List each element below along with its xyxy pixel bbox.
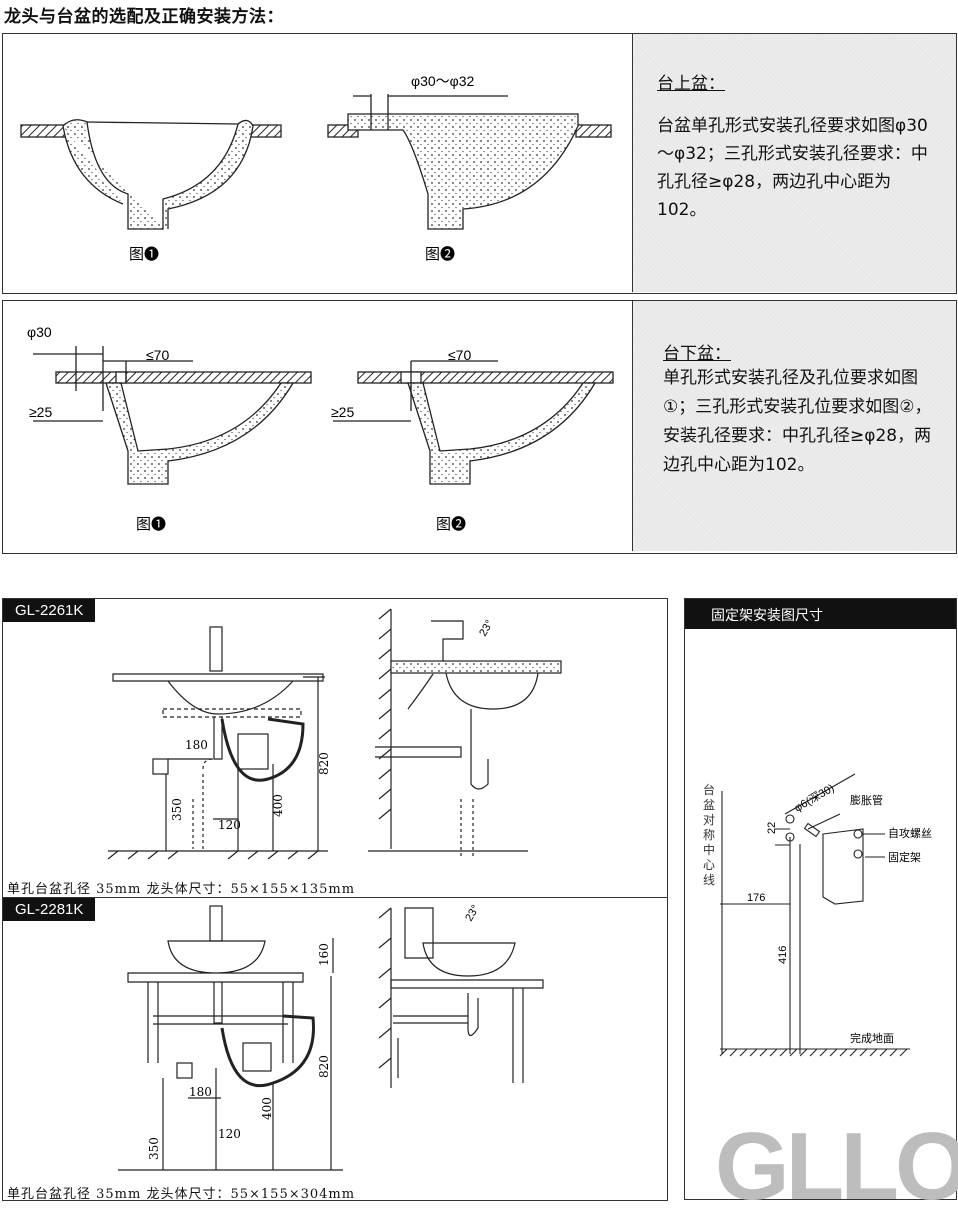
- fig1-label: 图❶: [136, 515, 166, 533]
- under-counter-section: φ30 ≤70 ≥25 图❶ ≤70 ≥25 图❷ 台下盆： 单孔形式安装孔径及…: [2, 300, 957, 554]
- installation-drawing: 180 120 350 400 820 160 23°: [118, 903, 544, 1171]
- model-gl-2261k: GL-2261K 180 120 350 400 820 23° 单孔台: [2, 598, 668, 898]
- dim-820: 820: [317, 752, 331, 775]
- model-caption: 单孔台盆孔径 35mm 龙头体尺寸：55×155×135mm: [7, 882, 356, 897]
- fig2-label: 图❷: [425, 245, 455, 263]
- note-text: 单孔形式安装孔径及孔位要求如图①；三孔形式安装孔位要求如图②，安装孔径要求：中孔…: [663, 368, 932, 475]
- note-heading: 台上盆：: [657, 74, 725, 94]
- basin-figure-2: [327, 94, 612, 230]
- counter-top-drawings: 图❶ φ30～φ32 图❷: [20, 73, 612, 263]
- basin-figure-1: [33, 346, 312, 485]
- dim-120: 120: [218, 1127, 241, 1141]
- dim-ge25: ≥25: [29, 404, 52, 420]
- fig2-label: 图❷: [436, 515, 466, 533]
- dim-400: 400: [271, 794, 285, 817]
- model-name: GL-2261K: [3, 599, 96, 622]
- under-counter-note: 台下盆： 单孔形式安装孔径及孔位要求如图①；三孔形式安装孔位要求如图②，安装孔径…: [632, 301, 956, 551]
- dim-22: 22: [766, 822, 778, 834]
- anchor-label: 膨胀管: [850, 793, 883, 807]
- basin-figure-2: [333, 360, 614, 485]
- dim-350: 350: [170, 798, 184, 821]
- counter-top-section: 图❶ φ30～φ32 图❷ 台上盆： 台盆单孔形式安装孔径要求如图φ30～φ32…: [2, 33, 957, 294]
- centerline-label: 台盆对称中心线: [703, 783, 716, 887]
- dim-416: 416: [777, 946, 789, 964]
- model-name: GL-2281K: [3, 898, 96, 921]
- under-counter-drawings: φ30 ≤70 ≥25 图❶ ≤70 ≥25 图❷: [27, 324, 614, 533]
- dim-le70: ≤70: [146, 347, 169, 363]
- hole-label: φ6(深30): [792, 781, 836, 814]
- dim-120: 120: [218, 818, 241, 832]
- note-text: 台盆单孔形式安装孔径要求如图φ30～φ32；三孔形式安装孔径要求：中孔孔径≥φ2…: [657, 116, 928, 220]
- side-view: [368, 608, 562, 859]
- side-view: [378, 907, 544, 1088]
- dim-400: 400: [260, 1097, 274, 1120]
- dim-d30: φ30: [27, 324, 52, 340]
- dim-hole-diameter: φ30～φ32: [411, 73, 475, 89]
- dim-820: 820: [317, 1055, 331, 1078]
- angle-label: 23°: [477, 618, 496, 638]
- angle-label: 23°: [463, 903, 482, 923]
- model-gl-2281k: GL-2281K 180 120 350 400 820 160 23° 单孔台…: [2, 897, 668, 1202]
- note-heading: 台下盆：: [663, 344, 731, 364]
- fig1-label: 图❶: [129, 245, 159, 263]
- dim-180: 180: [185, 738, 208, 752]
- dim-176: 176: [747, 892, 765, 904]
- floor-label: 完成地面: [850, 1031, 894, 1045]
- dim-ge25-2: ≥25: [331, 404, 354, 420]
- counter-top-note: 台上盆： 台盆单孔形式安装孔径要求如图φ30～φ32；三孔形式安装孔径要求：中孔…: [632, 34, 956, 292]
- bracket-drawing: φ6(深30) 膨胀管 自攻螺丝 固定架 22 176 416 完成地面: [719, 773, 932, 1057]
- dim-le70-2: ≤70: [448, 347, 471, 363]
- model-caption: 单孔台盆孔径 35mm 龙头体尺寸：55×155×304mm: [7, 1187, 356, 1202]
- bracket-label: 固定架: [888, 850, 921, 864]
- dim-350: 350: [147, 1137, 161, 1160]
- bracket-panel: 固定架安装图尺寸 φ6(深30) 膨胀管 自攻螺丝 固定架 22 176 416…: [684, 598, 958, 1215]
- page-title: 龙头与台盆的选配及正确安装方法：: [4, 7, 284, 27]
- dim-160: 160: [317, 943, 331, 966]
- installation-drawing: 180 120 350 400 820 23°: [107, 608, 562, 860]
- dim-180: 180: [189, 1085, 212, 1099]
- screw-label: 自攻螺丝: [888, 826, 932, 840]
- basin-figure-1: [20, 119, 282, 230]
- brand-logo: GLLO: [715, 1113, 958, 1220]
- bracket-header: 固定架安装图尺寸: [685, 599, 956, 629]
